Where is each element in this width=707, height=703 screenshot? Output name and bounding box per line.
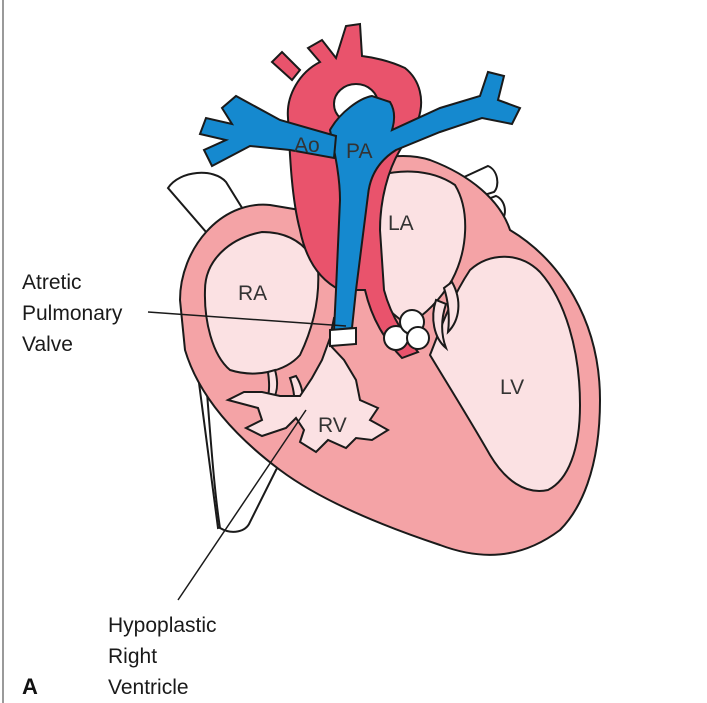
left-ventricle-chamber bbox=[428, 255, 582, 492]
callout-hypoplastic-line2: Right bbox=[108, 645, 157, 668]
mitral-leaflet-lower bbox=[432, 298, 449, 352]
label-pa: PA bbox=[346, 140, 372, 163]
pulmonary-artery-branch-left bbox=[198, 94, 338, 168]
mitral-leaflet-upper bbox=[442, 280, 460, 335]
label-lv: LV bbox=[500, 376, 524, 399]
aorta-branch-left bbox=[270, 50, 302, 82]
label-rv: RV bbox=[318, 414, 347, 437]
label-ra: RA bbox=[238, 282, 267, 305]
callout-hypoplastic-line3: Ventricle bbox=[108, 676, 189, 699]
callout-atretic-line2: Pulmonary bbox=[22, 302, 123, 325]
callout-hypoplastic-line1: Hypoplastic bbox=[108, 614, 217, 637]
label-la: LA bbox=[388, 212, 414, 235]
label-ao: Ao bbox=[294, 134, 320, 157]
atretic-valve-band bbox=[329, 326, 357, 348]
atretic-valve-leader bbox=[147, 311, 347, 327]
hypoplastic-rv-leader bbox=[177, 409, 307, 601]
right-ventricle-chamber bbox=[225, 316, 390, 454]
valve-circle-3 bbox=[406, 326, 430, 350]
right-atrium-chamber bbox=[203, 230, 320, 375]
pulmonary-artery-vessel bbox=[328, 70, 522, 332]
callout-atretic-line1: Atretic bbox=[22, 271, 82, 294]
callout-atretic-line3: Valve bbox=[22, 333, 73, 356]
panel-letter: A bbox=[22, 674, 38, 699]
